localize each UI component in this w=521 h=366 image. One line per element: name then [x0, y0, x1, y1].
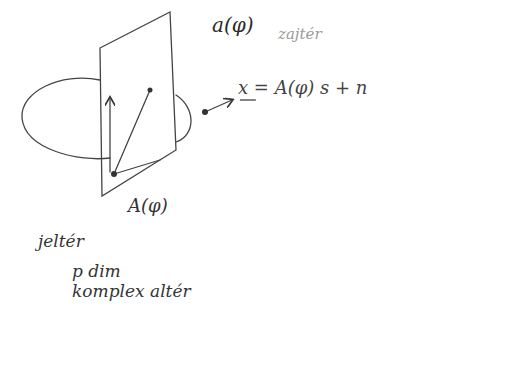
point-dot [148, 88, 153, 93]
point-arrow [205, 100, 232, 112]
vector-line [114, 90, 150, 174]
matrix-label: A(φ) [128, 196, 168, 217]
phase-label: a(φ) [212, 14, 254, 37]
plane [100, 12, 176, 196]
underline [240, 99, 256, 100]
basis-arrow [109, 98, 110, 172]
signal-space-label: jeltér [38, 232, 84, 252]
origin-dot [111, 171, 117, 177]
noise-space-label: zajtér [278, 26, 322, 43]
loop-right [176, 95, 191, 142]
subspace-note: p dim komplex altér [72, 262, 192, 301]
x-dot [202, 109, 208, 115]
vector-line [114, 160, 160, 174]
loop-left [22, 78, 110, 159]
signal-model: x = A(φ) s + n [238, 78, 367, 99]
